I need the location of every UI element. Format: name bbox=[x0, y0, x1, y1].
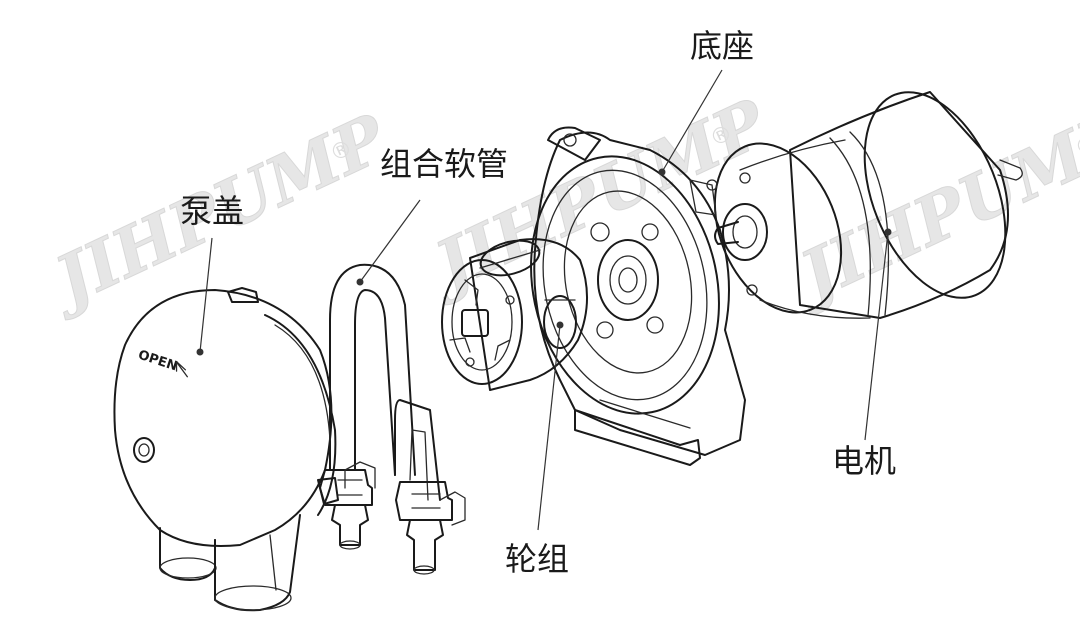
label-tube-assembly: 组合软管 bbox=[380, 145, 509, 183]
open-arrow-icon bbox=[175, 361, 188, 378]
leader-tube-assembly-dot bbox=[356, 278, 364, 286]
label-pump-cover: 泵盖 bbox=[180, 192, 245, 230]
leader-pump-cover-dot bbox=[196, 348, 204, 356]
base-part bbox=[530, 126, 746, 466]
motor-part bbox=[706, 91, 1023, 319]
watermark-right-text: JIHPUMP bbox=[779, 93, 1080, 319]
label-rotor: 轮组 bbox=[505, 540, 570, 578]
leader-pump-cover bbox=[199, 237, 213, 353]
watermark-right-mark: ® bbox=[1071, 130, 1080, 162]
cover-open-marking: OPEN bbox=[136, 348, 179, 375]
leader-base bbox=[661, 69, 723, 173]
watermark-right: JIHPUMP ® bbox=[778, 93, 1080, 320]
label-motor: 电机 bbox=[832, 442, 897, 480]
leader-motor bbox=[864, 231, 889, 441]
leader-rotor bbox=[537, 324, 561, 531]
leader-tube-assembly bbox=[359, 199, 421, 283]
leader-rotor-dot bbox=[556, 321, 564, 329]
label-base: 底座 bbox=[690, 27, 755, 65]
leader-motor-dot bbox=[884, 228, 892, 236]
pump-cover-part: OPEN bbox=[113, 287, 339, 612]
rotor-part bbox=[441, 238, 588, 391]
leader-lines bbox=[196, 69, 892, 531]
leader-base-dot bbox=[658, 168, 666, 176]
